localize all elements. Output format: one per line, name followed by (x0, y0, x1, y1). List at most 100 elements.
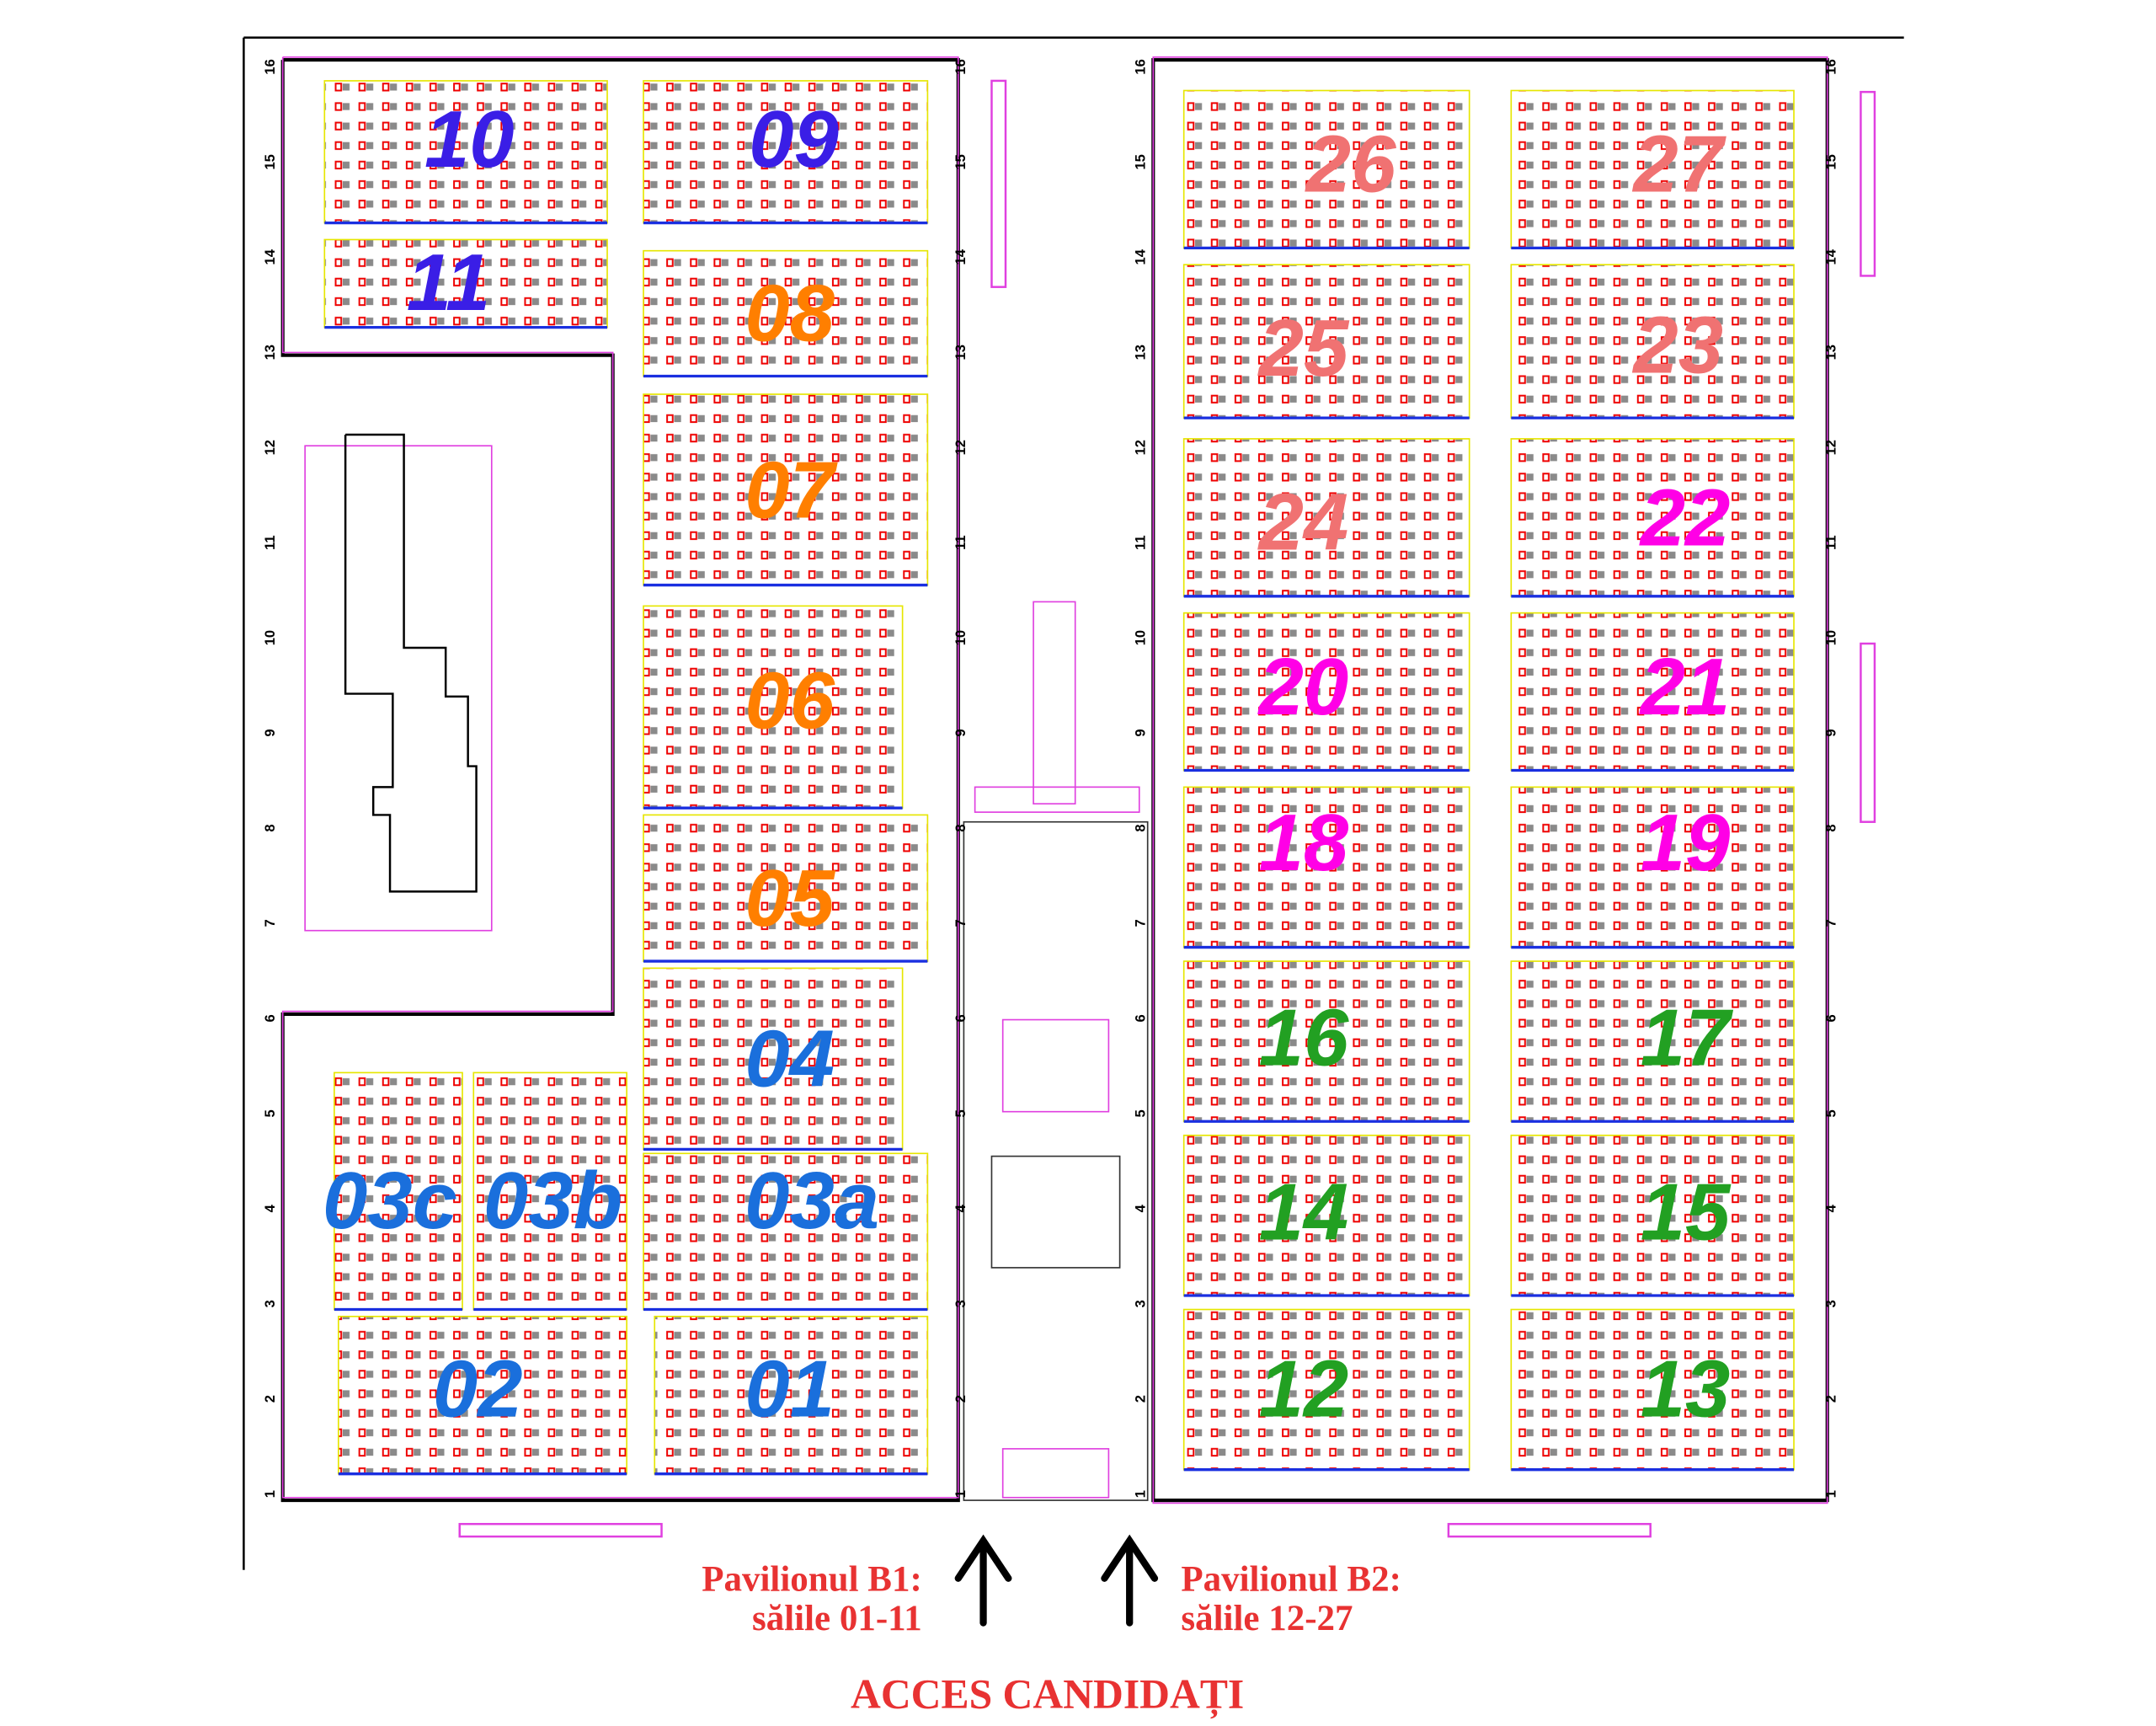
pavilion-b1-label-line2: sălile 01-11 (752, 1599, 922, 1638)
room-13: 13 (1510, 1308, 1795, 1472)
room-desk-area (1182, 786, 1470, 948)
axis-label: 15 (262, 154, 278, 169)
room-desk-area (1510, 786, 1795, 948)
room-number-label: 11 (407, 238, 491, 328)
axis-label: 11 (1132, 535, 1148, 549)
room-11: 11 (323, 238, 608, 329)
axis-label: 15 (1132, 154, 1148, 169)
axis-label: 2 (262, 1395, 278, 1403)
room-desk-area (1510, 1134, 1795, 1296)
axis-label: 6 (1132, 1014, 1148, 1022)
room-19: 19 (1510, 786, 1795, 949)
axis-label: 10 (1132, 630, 1148, 645)
axis-label: 7 (1823, 919, 1839, 927)
room-03a: 03a (643, 1152, 929, 1312)
axis-label: 4 (262, 1204, 278, 1212)
arrow-up-icon (1101, 1534, 1159, 1627)
axis-label: 12 (1132, 440, 1148, 455)
room-05: 05 (643, 814, 929, 963)
axis-label: 14 (1823, 248, 1839, 265)
axis-label: 4 (1823, 1204, 1839, 1212)
axis-label: 15 (953, 154, 969, 169)
room-desk-area (1182, 1308, 1470, 1471)
axis-label: 6 (1823, 1014, 1839, 1022)
axis-label: 7 (953, 919, 969, 927)
room-24: 24 (1182, 438, 1470, 598)
room-desk-area (1182, 1134, 1470, 1296)
axis-label: 6 (262, 1014, 278, 1022)
room-23: 23 (1510, 264, 1795, 419)
room-number-label: 09 (749, 94, 839, 184)
axis-label: 1 (1132, 1490, 1148, 1498)
room-number-label: 14 (1259, 1167, 1349, 1257)
room-desk-area (643, 80, 929, 224)
room-number-label: 25 (1257, 303, 1350, 393)
room-03c: 03c (323, 1071, 463, 1312)
axis-label: 12 (1823, 440, 1839, 455)
room-number-label: 17 (1641, 993, 1734, 1083)
arrow-up-icon (954, 1534, 1012, 1627)
axis-label: 6 (953, 1014, 969, 1022)
room-desk-area (1510, 89, 1795, 249)
pavilion-b1-walls (280, 56, 960, 1503)
room-desk-area (643, 249, 929, 377)
room-09: 09 (643, 80, 929, 225)
room-number-label: 04 (744, 1013, 835, 1103)
pavilion-b1-label-line1: Pavilionul B1: (702, 1560, 922, 1600)
room-desk-area (643, 814, 929, 962)
room-06: 06 (643, 605, 904, 810)
axis-label: 13 (1132, 345, 1148, 360)
room-number-label: 12 (1259, 1344, 1349, 1434)
axis-label: 2 (1132, 1395, 1148, 1403)
room-desk-area (1182, 264, 1470, 419)
axis-label: 9 (953, 729, 969, 736)
central-corridor (458, 79, 1876, 1538)
room-number-label: 16 (1259, 993, 1349, 1083)
axis-label: 10 (953, 630, 969, 645)
room-desk-area (323, 238, 608, 329)
room-number-label: 06 (744, 655, 835, 745)
axis-label: 11 (1823, 535, 1839, 549)
room-number-label: 15 (1641, 1167, 1732, 1257)
room-desk-area (472, 1071, 628, 1311)
room-number-label: 03c (323, 1156, 457, 1246)
room-number-label: 23 (1631, 301, 1723, 391)
axis-label: 16 (953, 59, 969, 74)
room-desk-area (323, 80, 608, 224)
room-number-label: 24 (1257, 478, 1349, 568)
axis-label: 10 (262, 630, 278, 645)
axis-label: 8 (1823, 824, 1839, 831)
room-number-label: 07 (744, 446, 838, 536)
axis-label: 3 (953, 1300, 969, 1307)
axis-label: 1 (953, 1490, 969, 1498)
room-02: 02 (338, 1315, 628, 1476)
axis-label: 5 (953, 1109, 969, 1117)
axis-label: 14 (1132, 248, 1148, 265)
room-10: 10 (323, 80, 608, 225)
room-20: 20 (1182, 612, 1470, 772)
axis-label: 16 (1823, 59, 1839, 74)
axis-label: 13 (953, 345, 969, 360)
adjacent-building-outline (304, 433, 493, 932)
axis-label: 3 (1823, 1300, 1839, 1307)
room-16: 16 (1182, 960, 1470, 1123)
room-desk-area (643, 605, 904, 810)
room-08: 08 (643, 249, 929, 378)
room-14: 14 (1182, 1134, 1470, 1297)
room-27: 27 (1510, 89, 1795, 250)
pavilion-b2-label-line1: Pavilionul B2: (1181, 1560, 1401, 1600)
room-desk-area (643, 1152, 929, 1311)
axis-label: 1 (1823, 1490, 1839, 1498)
axis-label: 7 (262, 919, 278, 927)
axis-label: 16 (262, 59, 278, 74)
pavilion-b2-label-line2: sălile 12-27 (1181, 1599, 1353, 1638)
room-number-label: 03a (744, 1156, 879, 1246)
room-desk-area (1182, 960, 1470, 1123)
axis-label: 8 (953, 824, 969, 831)
room-desk-area (1510, 264, 1795, 419)
axis-label: 4 (953, 1204, 969, 1212)
axis-label: 10 (1823, 630, 1839, 645)
room-number-label: 10 (424, 94, 515, 184)
room-04: 04 (643, 967, 904, 1151)
axis-label: 9 (1823, 729, 1839, 736)
